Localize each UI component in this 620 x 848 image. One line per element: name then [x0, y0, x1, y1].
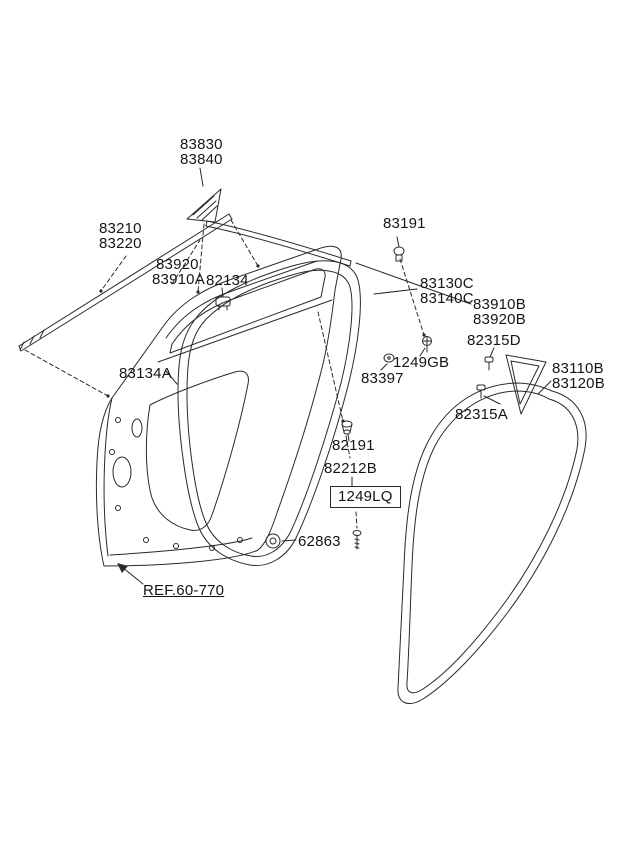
door-seal-center [177, 260, 361, 567]
screw-1249GB [422, 336, 432, 353]
ref-link-60-770[interactable]: REF.60-770 [143, 582, 225, 599]
part-label-83134A: 83134A [119, 365, 172, 382]
part-label-1249GB: 1249GB [393, 354, 450, 371]
part-label-83120B: 83120B [552, 375, 605, 392]
part-label-83220: 83220 [99, 235, 142, 252]
ref-arrow [117, 563, 144, 585]
part-label-62863: 62863 [298, 533, 341, 550]
grommet-83191 [393, 246, 405, 262]
belt-molding-rear [205, 220, 352, 267]
part-label-83920B: 83920B [473, 311, 526, 328]
part-label-83910B: 83910B [473, 296, 526, 313]
part-label-82315A: 82315A [455, 406, 508, 423]
part-label-83140C: 83140C [420, 290, 474, 307]
part-label-83397: 83397 [361, 370, 404, 387]
part-label-83840: 83840 [180, 151, 223, 168]
part-label-83830: 83830 [180, 136, 223, 153]
clip-82315D [484, 356, 494, 371]
weatherstrip-right [397, 382, 587, 704]
part-label-1249LQ: 1249LQ [330, 486, 401, 508]
part-label-83210: 83210 [99, 220, 142, 237]
bushing-82191 [341, 420, 353, 435]
screw-82212B [352, 530, 362, 550]
part-label-83130C: 83130C [420, 275, 474, 292]
quarter-trim [505, 354, 547, 415]
part-label-82134: 82134 [206, 272, 249, 289]
part-label-82212B: 82212B [324, 460, 377, 477]
leader-lines [165, 167, 552, 542]
plug-83397 [383, 353, 395, 363]
part-label-82315D: 82315D [467, 332, 521, 349]
leader-dots [99, 264, 426, 423]
part-label-83910A: 83910A [152, 271, 205, 288]
part-label-83191: 83191 [383, 215, 426, 232]
clip-82134 [215, 296, 231, 311]
door-panel [95, 245, 342, 567]
plug-62863 [265, 533, 281, 549]
delta-cover [186, 188, 222, 223]
belt-molding-front [18, 213, 233, 352]
part-label-82191: 82191 [332, 437, 375, 454]
part-label-83920: 83920 [156, 256, 199, 273]
part-label-83110B: 83110B [552, 360, 604, 377]
dashed-lines [24, 219, 425, 529]
